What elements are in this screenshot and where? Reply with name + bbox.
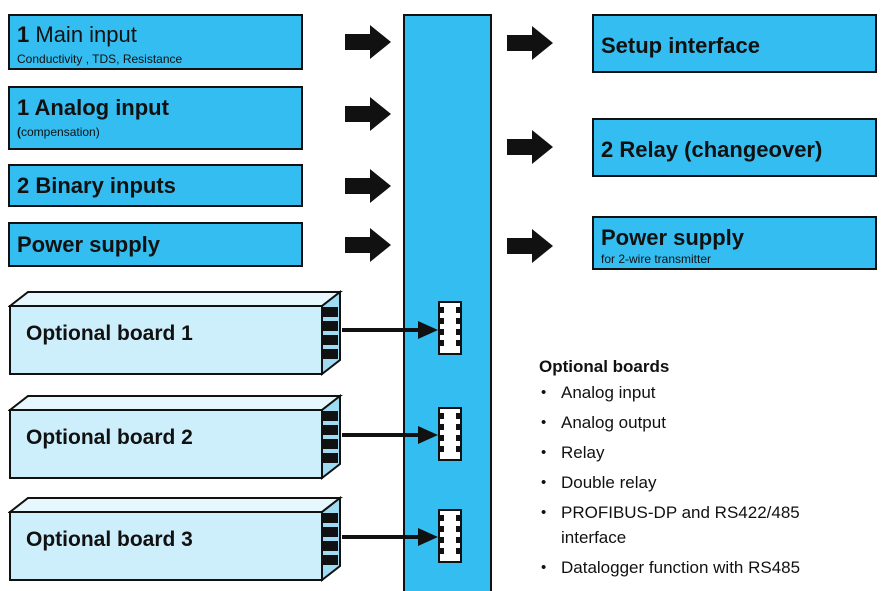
optional-board-3: Optional board 3 <box>8 496 353 584</box>
list-item: •Analog input <box>539 380 879 405</box>
analog-input-box: 1 Analog input (compensation) <box>8 86 303 150</box>
analog-input-bracket: ( <box>17 125 21 139</box>
board-2-shape <box>8 394 343 481</box>
board-3-shape <box>8 496 343 583</box>
setup-interface-arrow <box>507 26 553 60</box>
bullet-icon: • <box>541 444 547 461</box>
power-supply-out-arrow <box>507 229 553 263</box>
main-input-number: 1 <box>17 22 30 47</box>
binary-inputs-box: 2 Binary inputs <box>8 164 303 207</box>
list-item: •Datalogger function with RS485 <box>539 555 879 580</box>
power-supply-out-title: Power supply <box>601 225 745 250</box>
relay-box: 2 Relay (changeover) <box>592 118 877 177</box>
main-input-subtitle: Conductivity , TDS, Resistance <box>17 52 183 66</box>
power-supply-in-title: Power supply <box>17 232 161 257</box>
analog-input-subtitle: compensation) <box>21 125 100 139</box>
board-2-label: Optional board 2 <box>26 426 193 449</box>
power-supply-in-arrow <box>345 228 391 262</box>
board-1-shape <box>8 290 343 377</box>
slot-3-connector <box>438 509 462 563</box>
bullet-icon: • <box>541 559 547 576</box>
list-item: •PROFIBUS-DP and RS422/485 interface <box>539 500 861 550</box>
list-item: •Analog output <box>539 410 879 435</box>
power-supply-in-box: Power supply <box>8 222 303 267</box>
bullet-icon: • <box>541 504 547 521</box>
bullet-icon: • <box>541 474 547 491</box>
main-input-title: Main input <box>35 22 137 47</box>
setup-interface-title: Setup interface <box>601 33 760 58</box>
board-2-link-arrow <box>342 426 438 444</box>
relay-arrow <box>507 130 553 164</box>
relay-title: 2 Relay (changeover) <box>601 137 823 162</box>
board-3-label: Optional board 3 <box>26 528 193 551</box>
optional-board-2: Optional board 2 <box>8 394 353 482</box>
list-item: •Double relay <box>539 470 879 495</box>
optional-board-1: Optional board 1 <box>8 290 353 378</box>
main-input-box: 1 Main input Conductivity , TDS, Resista… <box>8 14 303 70</box>
slot-2-connector <box>438 407 462 461</box>
bullet-icon: • <box>541 384 547 401</box>
optional-boards-list: •Analog input •Analog output •Relay •Dou… <box>539 380 879 585</box>
power-supply-out-subtitle: for 2-wire transmitter <box>601 252 712 266</box>
analog-input-title: 1 Analog input <box>17 95 169 120</box>
setup-interface-box: Setup interface <box>592 14 877 73</box>
list-item: •Relay <box>539 440 879 465</box>
binary-inputs-title: 2 Binary inputs <box>17 173 176 198</box>
bullet-icon: • <box>541 414 547 431</box>
board-1-label: Optional board 1 <box>26 322 193 345</box>
analog-input-arrow <box>345 97 391 131</box>
board-1-link-arrow <box>342 321 438 339</box>
binary-inputs-arrow <box>345 169 391 203</box>
board-3-link-arrow <box>342 528 438 546</box>
main-input-arrow <box>345 25 391 59</box>
optional-boards-heading: Optional boards <box>539 357 670 376</box>
power-supply-out-box: Power supply for 2-wire transmitter <box>592 216 877 270</box>
slot-1-connector <box>438 301 462 355</box>
